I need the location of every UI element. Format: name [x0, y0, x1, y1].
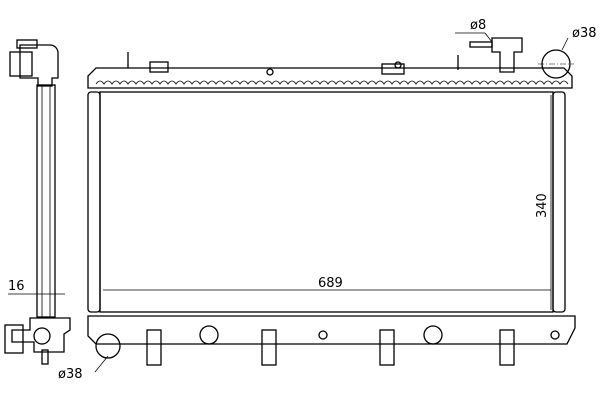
side-view	[4, 39, 71, 365]
dimension-lines	[8, 32, 569, 373]
width-dimension-label: 689	[318, 276, 343, 291]
front-view	[87, 37, 576, 366]
vent-diameter-label: ø8	[470, 18, 486, 33]
thickness-dimension-label: 16	[8, 279, 25, 294]
outlet-diameter-label: ø38	[58, 367, 83, 382]
inlet-diameter-label: ø38	[572, 26, 597, 41]
height-dimension-label: 340	[535, 193, 550, 218]
